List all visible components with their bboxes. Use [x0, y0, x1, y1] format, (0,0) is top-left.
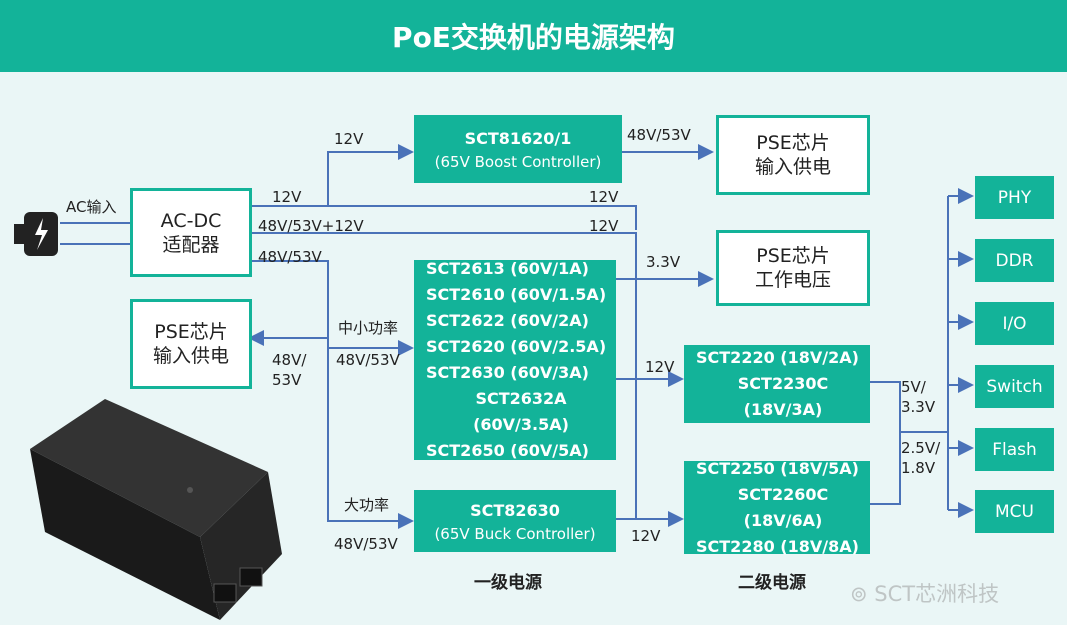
regulator-item: SCT2613 (60V/1A) [426, 259, 589, 278]
label-48v-buck: 48V/53V [334, 535, 398, 553]
label-12v-right2: 12V [589, 217, 619, 235]
pse-top-line2: 输入供电 [754, 156, 831, 178]
pse-work-line2: 工作电压 [754, 269, 831, 291]
secondary-regulators-bottom: SCT2250 (18V/5A) SCT2260C (18V/6A) SCT22… [684, 459, 870, 556]
boost-part: SCT81620/1 [464, 129, 572, 148]
output-switch: Switch [975, 365, 1054, 408]
watermark-text: SCT芯洲科技 [874, 582, 1000, 606]
output-phy: PHY [975, 176, 1054, 219]
label-48v-left1: 48V/ [272, 351, 307, 369]
label-5v: 5V/ [901, 378, 926, 396]
power-diagram: AC-DC 适配器 SCT81620/1 (65V Boost Controll… [0, 72, 1067, 625]
label-48v-mid: 48V/53V [336, 351, 400, 369]
output-flash: Flash [975, 428, 1054, 471]
label-48v-left2: 53V [272, 371, 302, 389]
pse-chip-left: PSE芯片 输入供电 [130, 299, 252, 389]
wechat-icon: ⊚ [850, 582, 875, 606]
label-3v3b: 3.3V [901, 398, 936, 416]
wire-sec-out1 [870, 381, 948, 505]
label-12v-sec: 12V [645, 358, 675, 376]
pse-chip-work: PSE芯片 工作电压 [716, 230, 870, 306]
buck-desc: (65V Buck Controller) [434, 525, 596, 543]
watermark: ⊚ SCT芯洲科技 [850, 578, 999, 608]
regulator-item: SCT2260C (18V/6A) [737, 484, 829, 530]
regulator-item: SCT2650 (60V/5A) [426, 441, 589, 460]
wire-12v-sec [612, 233, 682, 519]
mid-power-regulators: SCT2613 (60V/1A) SCT2610 (60V/1.5A) SCT2… [414, 259, 616, 460]
label-small-power: 中小功率 [338, 319, 399, 337]
adapter-line1: AC-DC [160, 209, 222, 232]
pse-top-line1: PSE芯片 [756, 132, 830, 154]
wire-48v-trunk [250, 260, 414, 529]
label-12v-top: 12V [334, 130, 364, 148]
regulator-item: SCT2622 (60V/2A) [426, 311, 589, 330]
buck-controller: SCT82630 (65V Buck Controller) [414, 490, 616, 552]
output-mcu: MCU [975, 490, 1054, 533]
regulator-item: SCT2632A (60V/3.5A) [473, 389, 569, 434]
label-3v3: 3.3V [646, 253, 681, 271]
label-12v-a: 12V [272, 188, 302, 206]
ac-dc-adapter: AC-DC 适配器 [130, 188, 252, 277]
regulator-item: SCT2620 (60V/2.5A) [426, 337, 607, 356]
adapter-line2: 适配器 [162, 233, 220, 256]
label-big-power: 大功率 [344, 496, 390, 514]
output-io: I/O [975, 302, 1054, 345]
regulator-item: SCT2610 (60V/1.5A) [426, 285, 607, 304]
regulator-item: SCT2280 (18V/8A) [696, 536, 859, 556]
pse-work-line1: PSE芯片 [756, 245, 830, 267]
output-ddr: DDR [975, 239, 1054, 282]
section-second: 二级电源 [738, 573, 806, 593]
wire-layer [14, 144, 974, 620]
label-48v-a: 48V/53V [258, 248, 322, 266]
buck-part: SCT82630 [470, 501, 560, 520]
regulator-item: SCT2220 (18V/2A) [696, 348, 859, 367]
label-ac-input: AC输入 [66, 198, 117, 216]
boost-controller: SCT81620/1 (65V Boost Controller) [414, 115, 622, 183]
regulator-item: SCT2230C (18V/3A) [737, 374, 829, 419]
regulator-item: SCT2630 (60V/3A) [426, 363, 589, 382]
section-first: 一级电源 [474, 573, 542, 593]
ac-cord [60, 222, 130, 245]
regulator-item: SCT2250 (18V/5A) [696, 458, 859, 478]
label-12v-bottom: 12V [631, 527, 661, 545]
label-2v5: 2.5V/ [901, 439, 941, 457]
label-48v-boost: 48V/53V [627, 126, 691, 144]
pse-chip-top: PSE芯片 输入供电 [716, 115, 870, 195]
ac-plug-icon [14, 212, 58, 256]
pse-left-line2: 输入供电 [152, 345, 229, 367]
label-48v-12v: 48V/53V+12V [258, 217, 364, 235]
boost-desc: (65V Boost Controller) [434, 153, 602, 171]
wire-12v-mid [250, 205, 637, 230]
label-12v-right1: 12V [589, 188, 619, 206]
page-title: PoE交换机的电源架构 [0, 0, 1067, 72]
secondary-regulators-top: SCT2220 (18V/2A) SCT2230C (18V/3A) [684, 345, 870, 423]
pse-left-line1: PSE芯片 [154, 321, 228, 343]
poe-injector-image [30, 399, 282, 620]
label-1v8: 1.8V [901, 459, 936, 477]
